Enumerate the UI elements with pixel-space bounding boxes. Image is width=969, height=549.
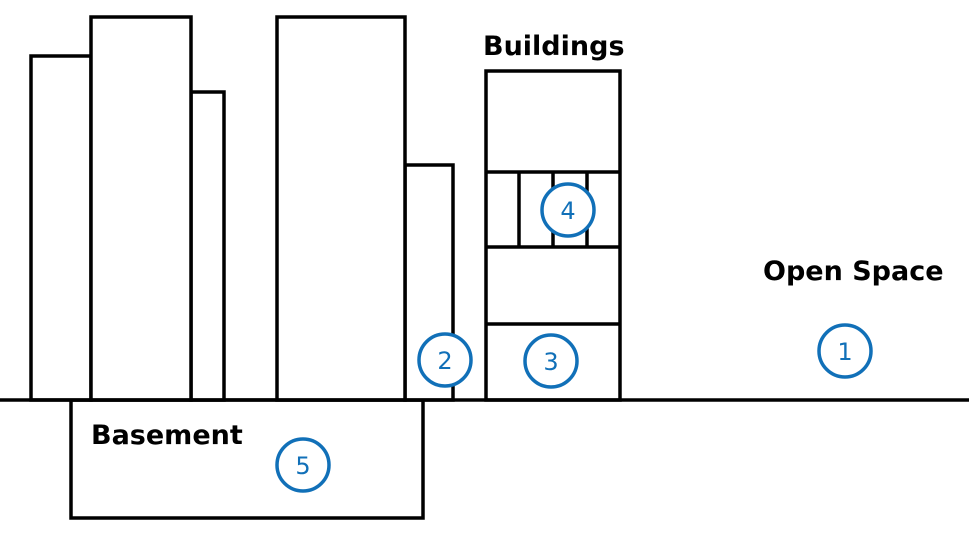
marker-2: 2: [417, 332, 473, 388]
marker-3-number: 3: [543, 348, 558, 376]
buildings-label: Buildings: [483, 31, 625, 62]
marker-4: 4: [540, 182, 596, 238]
marker-1-ring: [817, 323, 873, 379]
marker-3: 3: [523, 333, 579, 389]
basement-outline: [69, 398, 425, 520]
building-left-small: [189, 90, 226, 402]
marker-1-number: 1: [837, 338, 852, 366]
building-left-low: [29, 54, 93, 402]
open-space-label: Open Space: [763, 256, 944, 287]
building-left-tall: [89, 15, 193, 402]
marker-5: 5: [275, 437, 331, 493]
marker-3-ring: [523, 333, 579, 389]
marker-4-number: 4: [560, 197, 575, 225]
marker-2-number: 2: [437, 347, 452, 375]
marker-1: 1: [817, 323, 873, 379]
marker-5-number: 5: [295, 452, 310, 480]
building-center-tall: [275, 15, 407, 402]
marker-5-ring: [275, 437, 331, 493]
marker-2-ring: [417, 332, 473, 388]
marker-4-ring: [540, 182, 596, 238]
basement-label: Basement: [91, 420, 243, 451]
